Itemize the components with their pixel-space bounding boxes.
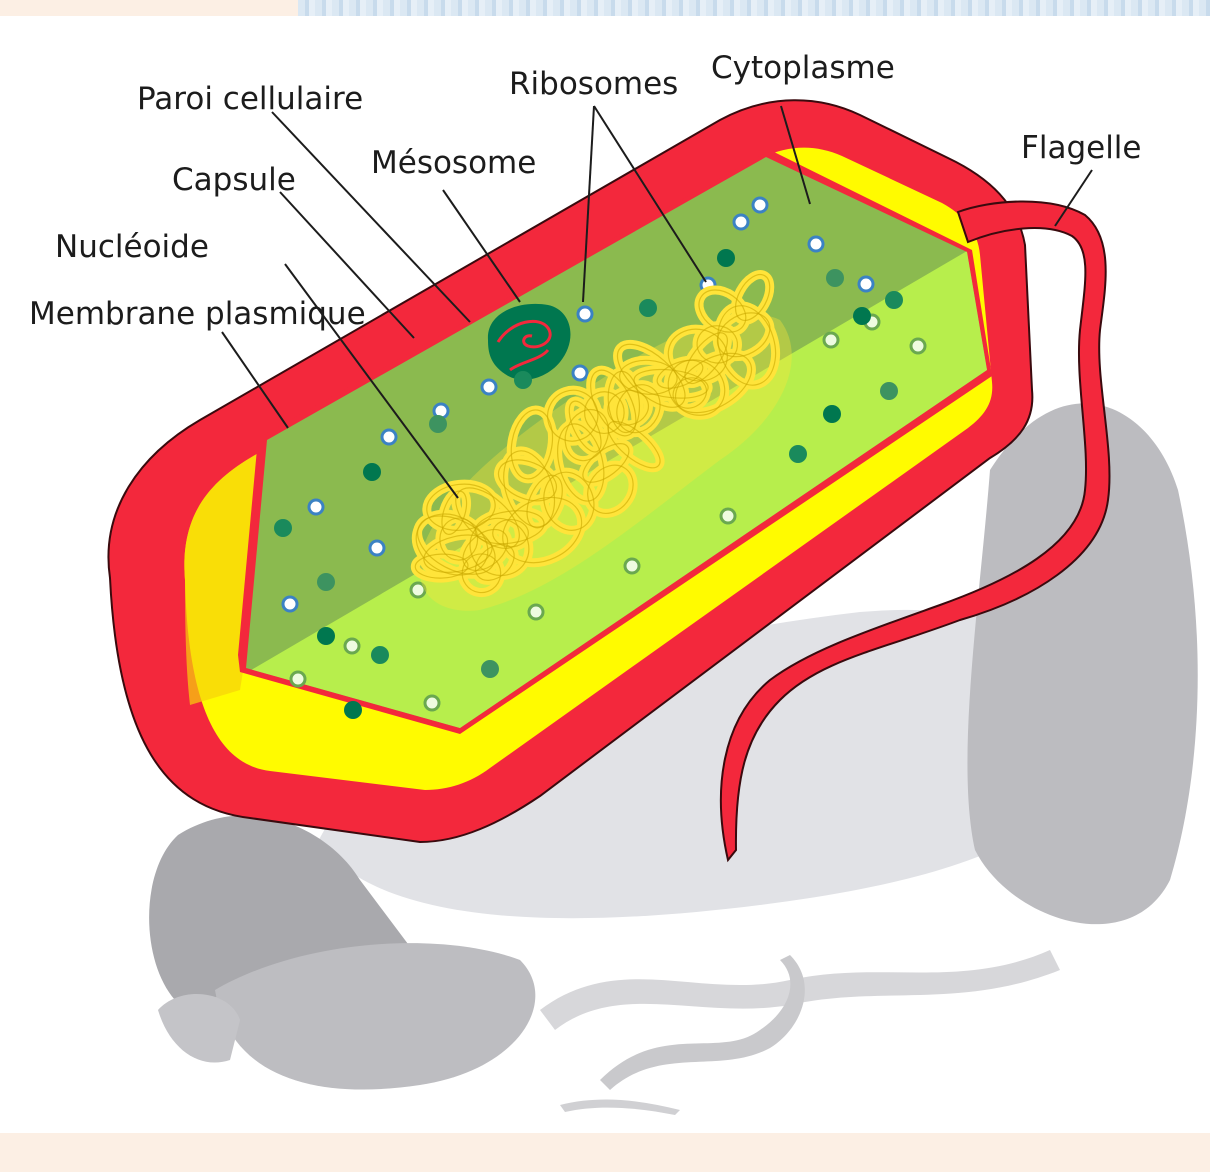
ribosome xyxy=(578,307,592,321)
ribosome xyxy=(809,237,823,251)
granule xyxy=(639,299,657,317)
granule xyxy=(717,249,735,267)
granule xyxy=(514,371,532,389)
granule xyxy=(371,646,389,664)
ribosome xyxy=(859,277,873,291)
bottom-border xyxy=(0,1133,1210,1172)
granule xyxy=(880,382,898,400)
granule xyxy=(429,415,447,433)
ribosome xyxy=(370,541,384,555)
label-membrane-plasmique: Membrane plasmique xyxy=(29,296,366,332)
granule xyxy=(344,701,362,719)
label-mesosome: Mésosome xyxy=(371,145,536,181)
ribosome-pale xyxy=(529,605,543,619)
ribosome xyxy=(573,366,587,380)
label-ribosomes: Ribosomes xyxy=(509,66,678,102)
granule xyxy=(363,463,381,481)
granule xyxy=(789,445,807,463)
label-cytoplasme: Cytoplasme xyxy=(711,50,895,86)
ribosome xyxy=(753,198,767,212)
bacterial-cell-diagram: Paroi cellulaire Capsule Nucléoide Membr… xyxy=(0,0,1210,1133)
ribosome-pale xyxy=(291,672,305,686)
ribosome xyxy=(482,380,496,394)
ribosome xyxy=(734,215,748,229)
ribosome xyxy=(382,430,396,444)
granule xyxy=(853,307,871,325)
granule xyxy=(481,660,499,678)
granule xyxy=(317,573,335,591)
granule xyxy=(885,291,903,309)
ribosome-pale xyxy=(425,696,439,710)
ribosome-pale xyxy=(625,559,639,573)
ribosome-pale xyxy=(911,339,925,353)
ribosome-pale xyxy=(824,333,838,347)
granule xyxy=(826,269,844,287)
label-paroi-cellulaire: Paroi cellulaire xyxy=(137,81,363,117)
granule xyxy=(317,627,335,645)
granule xyxy=(274,519,292,537)
label-flagelle: Flagelle xyxy=(1021,130,1142,166)
granule xyxy=(823,405,841,423)
ribosome xyxy=(283,597,297,611)
ribosome xyxy=(309,500,323,514)
ribosome-pale xyxy=(345,639,359,653)
ribosome-pale xyxy=(721,509,735,523)
label-nucleoide: Nucléoide xyxy=(55,229,209,265)
label-capsule: Capsule xyxy=(172,162,296,198)
